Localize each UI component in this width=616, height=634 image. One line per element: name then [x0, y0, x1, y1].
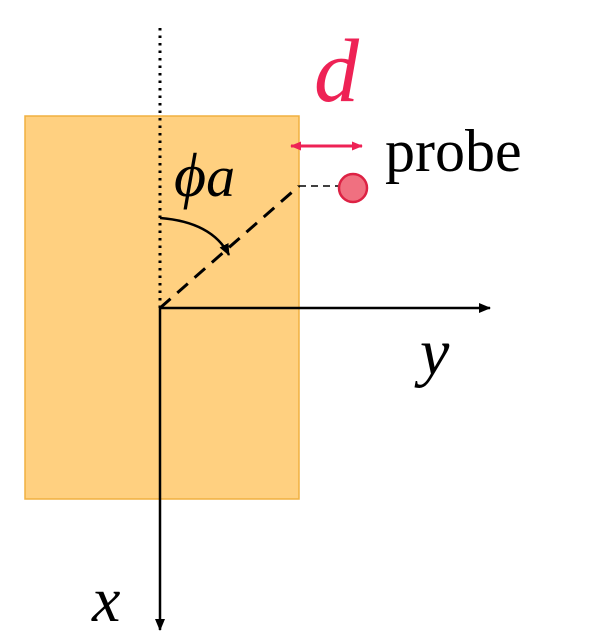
- distance-label: d: [314, 22, 360, 121]
- angle-arrow: [159, 216, 231, 256]
- angle-symbol: ϕ: [174, 142, 206, 210]
- probe-label: probe: [385, 118, 522, 184]
- angle-label: ϕa: [174, 142, 235, 210]
- probe-circle: [337, 172, 369, 204]
- y-axis-label: y: [414, 316, 450, 389]
- angle-subscript: a: [206, 144, 235, 209]
- x-axis-label: x: [91, 564, 120, 634]
- probe-direction-line: [159, 184, 300, 310]
